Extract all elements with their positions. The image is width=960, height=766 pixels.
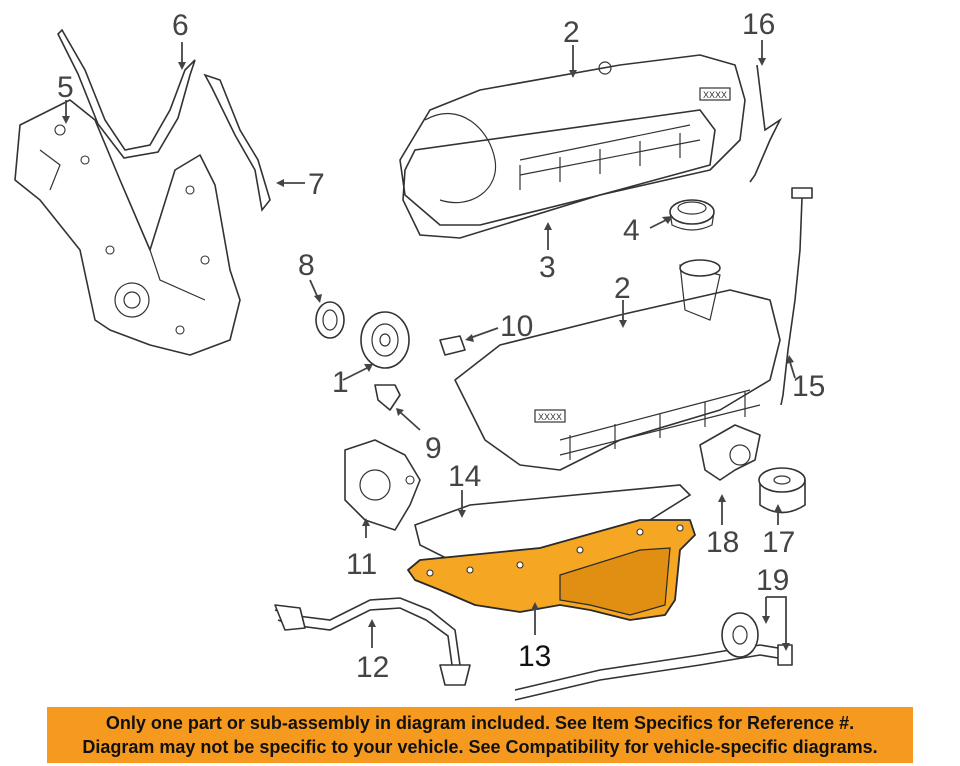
oil-filter: [758, 467, 806, 514]
valve-cover-lower: XXXX: [454, 259, 781, 471]
front-crank-seal: [315, 301, 345, 339]
callout-8: 8: [298, 249, 315, 282]
timing-cover: [14, 99, 241, 356]
callout-2-lower: 2: [614, 272, 631, 305]
callout-15: 15: [792, 370, 825, 403]
callout-5: 5: [57, 71, 74, 104]
callout-19: 19: [756, 564, 789, 597]
sensor-9: [374, 384, 401, 411]
engine-parts-diagram: XXXX: [14, 8, 825, 701]
valve-cover-stamp-upper: XXXX: [703, 90, 727, 100]
valve-cover-upper: XXXX: [399, 54, 746, 226]
callout-18: 18: [706, 526, 739, 559]
callout-11: 11: [346, 548, 377, 581]
part-19-sensor-harness: [514, 612, 793, 701]
pcv-tube: [749, 64, 783, 183]
disclaimer-banner: Only one part or sub-assembly in diagram…: [47, 707, 913, 763]
callout-12: 12: [356, 651, 389, 684]
callout-16: 16: [742, 8, 775, 41]
callout-10: 10: [500, 310, 533, 343]
disclaimer-line-2: Diagram may not be specific to your vehi…: [82, 737, 878, 757]
crankshaft-damper: [360, 311, 410, 369]
valve-cover-gasket: [402, 109, 716, 239]
callout-7: 7: [308, 168, 325, 201]
leader-lines: [62, 40, 796, 651]
disclaimer-line-1: Only one part or sub-assembly in diagram…: [105, 713, 855, 733]
sensor-10: [439, 335, 466, 356]
callout-6: 6: [172, 9, 189, 42]
callout-14: 14: [448, 460, 481, 493]
callout-4: 4: [623, 214, 640, 247]
oil-pump: [344, 439, 421, 531]
part-18: [699, 424, 761, 481]
callout-17: 17: [762, 526, 795, 559]
callout-9: 9: [425, 432, 442, 465]
dipstick: [780, 187, 813, 406]
seal-strip: [203, 73, 271, 212]
callout-13: 13: [518, 640, 551, 673]
callout-3: 3: [539, 251, 556, 284]
timing-cover-gasket: [57, 28, 196, 159]
oil-pan: [407, 519, 696, 621]
valve-cover-stamp-lower: XXXX: [538, 412, 562, 422]
callout-1: 1: [332, 366, 349, 399]
oil-pickup-tube: [274, 597, 471, 686]
callout-2-upper: 2: [563, 16, 580, 49]
oil-filler-cap: [669, 199, 715, 231]
